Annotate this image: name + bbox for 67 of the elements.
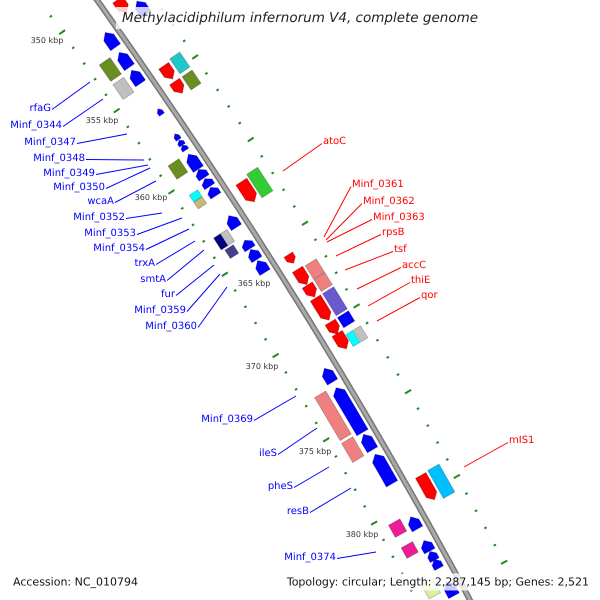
scale-label: 365 kbp	[238, 279, 270, 289]
gene-label: Minf_0354	[93, 242, 145, 255]
leader-line	[326, 203, 362, 240]
gene-label: Minf_0344	[10, 119, 62, 132]
leader-line	[146, 228, 190, 250]
gene-label: wcaA	[87, 195, 114, 208]
leader-line	[114, 180, 156, 203]
gene-label: Minf_0352	[73, 211, 125, 224]
leader-line	[96, 164, 148, 175]
gene-label: Minf_0359	[134, 304, 186, 317]
leader-line	[324, 186, 352, 238]
gene-label: pheS	[268, 480, 293, 493]
gene-label: atoC	[323, 135, 346, 148]
leader-line	[310, 488, 352, 513]
leader-line	[86, 159, 144, 160]
gene-label: resB	[286, 505, 309, 518]
gene-label: Minf_0347	[24, 136, 76, 149]
gene-label: Minf_0361	[352, 178, 404, 191]
gene-label: rfaG	[29, 102, 51, 115]
scale-label: 360 kbp	[134, 193, 168, 203]
leader-line	[136, 218, 182, 235]
scale-label: 370 kbp	[246, 362, 278, 372]
leader-line	[198, 286, 228, 328]
leader-line	[336, 552, 376, 559]
gene-label: trxA	[134, 257, 155, 270]
gene-label: ileS	[258, 447, 277, 460]
gene-label: mIS1	[509, 434, 534, 447]
leader-line	[368, 282, 410, 306]
scale-label: 350 kbp	[30, 36, 64, 46]
leader-line	[166, 250, 204, 281]
leader-line	[356, 267, 402, 290]
scale-label: 355 kbp	[86, 116, 118, 126]
gene-label: rpsB	[382, 226, 405, 239]
leader-line	[278, 428, 318, 455]
leader-line	[106, 168, 150, 189]
gene-label: Minf_0349	[43, 167, 95, 180]
gene-label: Minf_0353	[84, 227, 136, 240]
gene-label: Minf_0362	[363, 195, 415, 208]
gene-label: Minf_0348	[33, 152, 85, 165]
gene-label: Minf_0363	[373, 211, 425, 224]
gene-label: Minf_0369	[201, 413, 253, 426]
leader-line	[76, 134, 128, 144]
leader-line	[282, 143, 322, 172]
leader-line	[126, 212, 162, 219]
leader-line	[186, 274, 220, 312]
scale-label: 375 kbp	[298, 447, 332, 457]
leader-line	[156, 240, 196, 265]
gene-label: tsf	[394, 243, 407, 256]
leader-line	[176, 264, 214, 296]
gene-label: Minf_0360	[145, 320, 197, 333]
leader-line	[294, 466, 330, 488]
gene-label: Minf_0374	[284, 551, 336, 564]
leader-line	[52, 82, 90, 110]
leader-line	[336, 234, 382, 256]
gene-label: Minf_0350	[53, 181, 105, 194]
gene-label: fur	[161, 288, 175, 301]
gene-label: qor	[421, 289, 438, 302]
leader-line	[464, 442, 508, 468]
gene-label: thiE	[411, 274, 430, 287]
gene-label: accC	[402, 259, 426, 272]
scale-label: 380 kbp	[346, 530, 378, 540]
leader-line	[62, 98, 104, 127]
leader-line	[326, 219, 372, 242]
gene-label: smtA	[140, 273, 166, 286]
leader-line	[376, 297, 420, 322]
leader-line	[254, 396, 296, 421]
leader-line	[344, 251, 394, 270]
